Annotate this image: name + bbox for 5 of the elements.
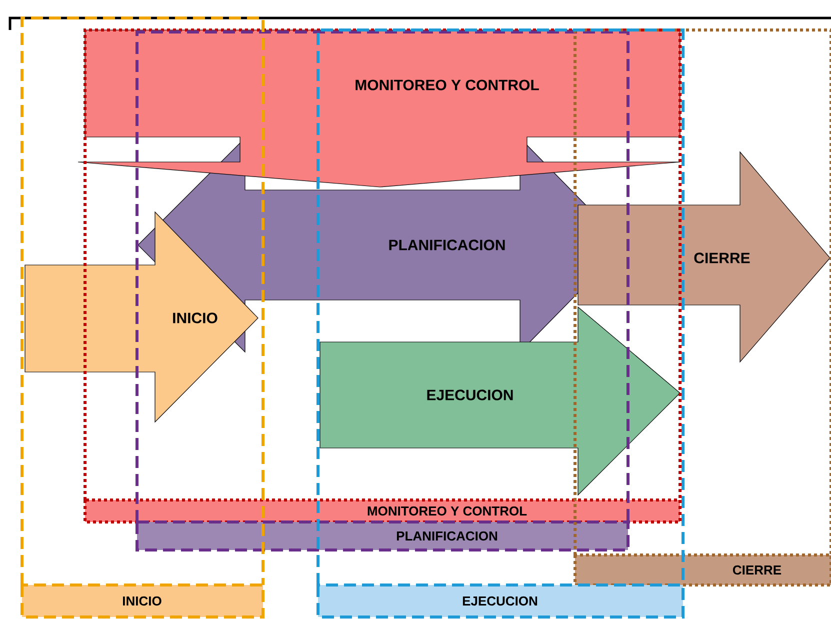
phase-band: EJECUCION	[316, 584, 684, 618]
phase-band: CIERRE	[574, 554, 831, 586]
phase-band: PLANIFICACION	[136, 520, 630, 552]
phase-band: INICIO	[20, 584, 264, 618]
phase-band: MONITOREO Y CONTROL	[84, 498, 682, 524]
